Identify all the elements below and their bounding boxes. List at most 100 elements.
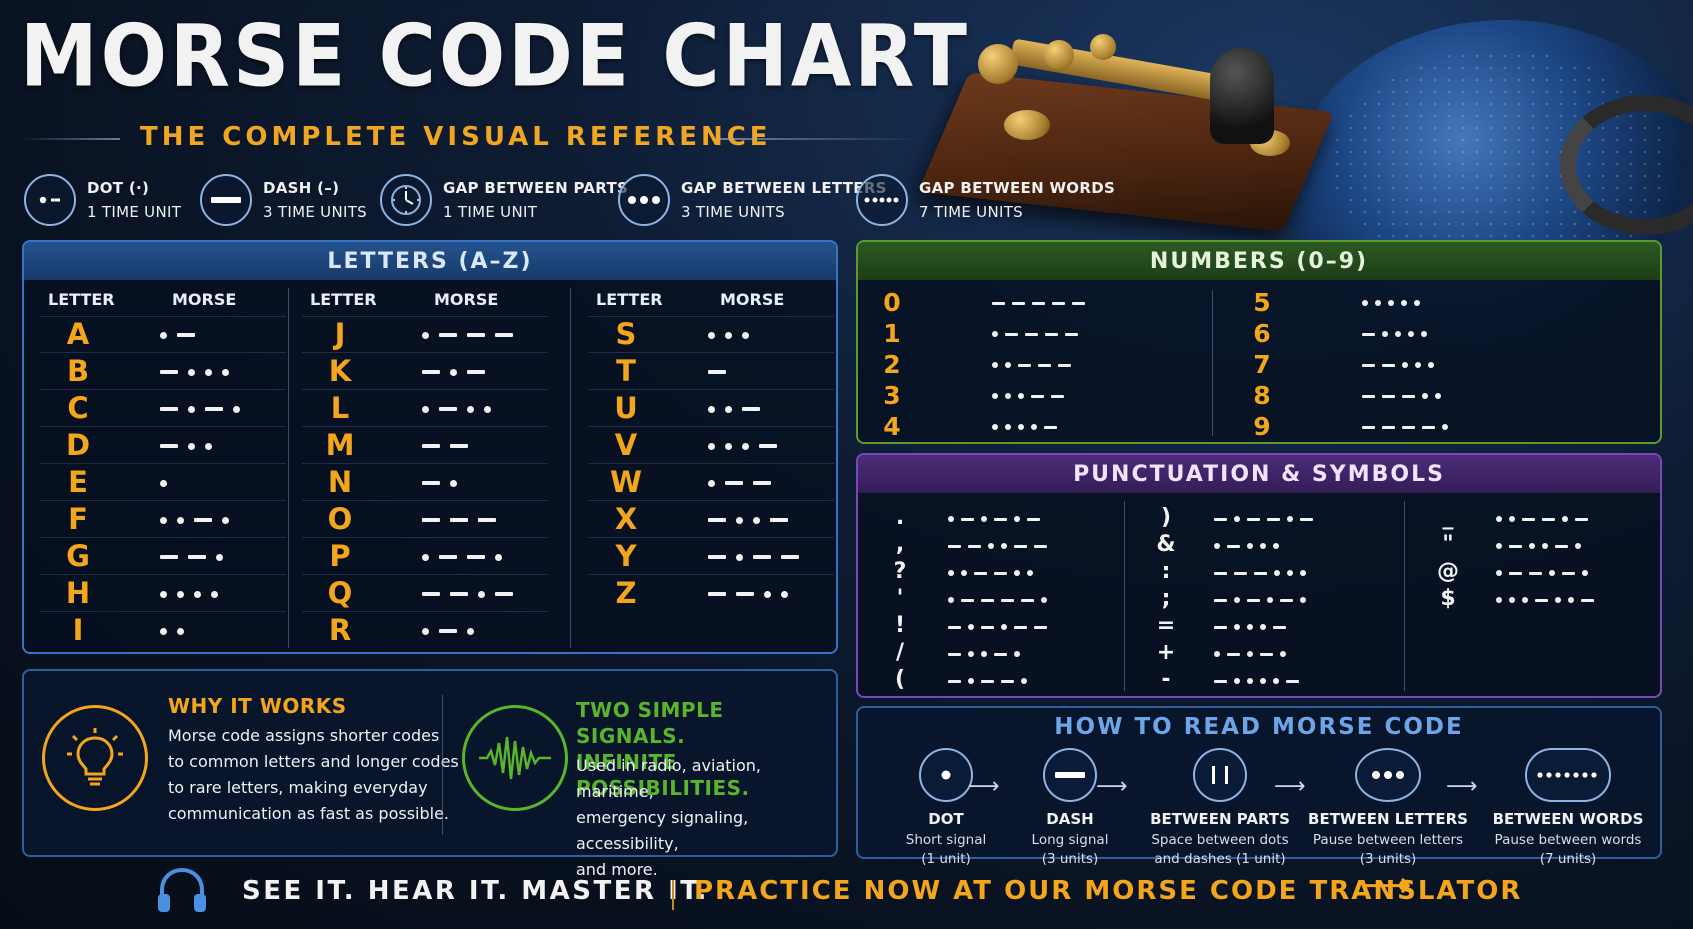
- symbol-16: @: [1437, 559, 1459, 584]
- morse-dot: [1214, 543, 1220, 549]
- digit-2: 2: [883, 350, 901, 379]
- morse-code: [708, 510, 788, 530]
- column-header-letter: LETTER: [310, 290, 377, 309]
- dash-icon: [200, 174, 252, 226]
- morse-dash: [1529, 571, 1542, 575]
- morse-dot: [1018, 424, 1024, 430]
- morse-dash: [961, 517, 974, 521]
- legend-sub: 3 TIME UNITS: [681, 203, 785, 221]
- letter-a: A: [66, 317, 90, 351]
- morse-dot: [1247, 624, 1253, 630]
- how-step-desc: Pause between letters(3 units): [1312, 832, 1464, 867]
- symbol-9: :: [1161, 559, 1171, 584]
- morse-code: [422, 547, 502, 567]
- letter-d: D: [65, 428, 91, 462]
- morse-dash: [495, 333, 513, 337]
- row-divider: [588, 463, 834, 464]
- morse-code: [992, 386, 1064, 406]
- telegraph-key-knob: [1210, 48, 1274, 144]
- morse-dot: [981, 651, 987, 657]
- letter-w: W: [610, 465, 642, 499]
- morse-dot: [177, 516, 184, 524]
- numbers-panel-title: NUMBERS (0–9): [858, 242, 1660, 280]
- why-body-line: to rare letters, making everyday: [168, 778, 428, 797]
- row-divider: [40, 463, 286, 464]
- morse-dash: [1362, 332, 1375, 336]
- morse-dot: [160, 627, 167, 635]
- symbol-14: _: [1442, 505, 1454, 530]
- letter-x: X: [614, 502, 638, 536]
- gap-parts-icon: [1193, 748, 1247, 802]
- morse-dash: [1382, 425, 1395, 429]
- morse-dot: [1274, 570, 1280, 576]
- morse-dash: [1509, 544, 1522, 548]
- arrow-right-icon[interactable]: ⟶: [1360, 865, 1412, 906]
- digit-9: 9: [1253, 412, 1271, 441]
- morse-code: [160, 362, 229, 382]
- letter-m: M: [325, 428, 355, 462]
- morse-dot: [1214, 651, 1220, 657]
- morse-dot: [968, 651, 974, 657]
- morse-dot: [222, 516, 229, 524]
- morse-code: [1496, 563, 1588, 583]
- row-divider: [588, 389, 834, 390]
- morse-dot: [1234, 597, 1240, 603]
- dot-icon: [24, 174, 76, 226]
- seven-dots-icon: [1525, 748, 1611, 802]
- morse-code: [160, 436, 212, 456]
- morse-dash: [160, 555, 178, 559]
- translator-link[interactable]: PRACTICE NOW AT OUR MORSE CODE TRANSLATO…: [694, 876, 1523, 906]
- page-title: MORSE CODE CHART: [20, 7, 970, 107]
- morse-code: [160, 473, 167, 493]
- how-to-read-title: HOW TO READ MORSE CODE: [1054, 714, 1464, 740]
- morse-dash: [1032, 301, 1045, 305]
- symbol-13: -: [1161, 667, 1171, 692]
- row-divider: [302, 611, 548, 612]
- morse-code: [992, 355, 1071, 375]
- arrow-right-icon: ⟶: [1274, 774, 1306, 799]
- morse-code: [422, 325, 513, 345]
- morse-dash: [1260, 652, 1273, 656]
- morse-dash: [753, 481, 771, 485]
- morse-code: [422, 473, 457, 493]
- morse-dash: [1562, 571, 1575, 575]
- digit-5: 5: [1253, 288, 1271, 317]
- morse-dot: [753, 516, 760, 524]
- legend-label: GAP BETWEEN PARTS: [443, 179, 629, 197]
- morse-code: [160, 510, 229, 530]
- letter-n: N: [327, 465, 353, 499]
- morse-dash: [1362, 363, 1375, 367]
- morse-dash: [1021, 598, 1034, 602]
- morse-code: [160, 325, 195, 345]
- row-divider: [40, 352, 286, 353]
- legend-gap-words: GAP BETWEEN WORDS 7 TIME UNITS: [856, 174, 1115, 226]
- morse-dash: [742, 407, 760, 411]
- morse-dot: [177, 627, 184, 635]
- morse-dash: [948, 652, 961, 656]
- morse-dot: [1014, 651, 1020, 657]
- morse-dot: [495, 553, 502, 561]
- digit-4: 4: [883, 412, 901, 441]
- morse-dot: [194, 590, 201, 598]
- why-body-line: communication as fast as possible.: [168, 804, 449, 823]
- morse-dash: [981, 598, 994, 602]
- morse-dot: [992, 424, 998, 430]
- symbol-2: ?: [893, 559, 907, 584]
- morse-dash: [981, 625, 994, 629]
- morse-dash: [1012, 301, 1025, 305]
- letter-l: L: [330, 391, 350, 425]
- row-divider: [588, 500, 834, 501]
- morse-dash: [1214, 517, 1227, 521]
- morse-code: [1362, 355, 1434, 375]
- morse-code: [160, 547, 223, 567]
- morse-code: [422, 436, 468, 456]
- signals-body: Used in radio, aviation, maritime, emerg…: [576, 753, 836, 883]
- morse-dash: [1575, 517, 1588, 521]
- morse-dot: [478, 590, 485, 598]
- symbol-0: .: [895, 505, 905, 530]
- signals-body-line: Used in radio, aviation, maritime,: [576, 756, 762, 801]
- seven-dots-icon: [856, 174, 908, 226]
- morse-dash: [994, 652, 1007, 656]
- morse-dash: [1018, 363, 1031, 367]
